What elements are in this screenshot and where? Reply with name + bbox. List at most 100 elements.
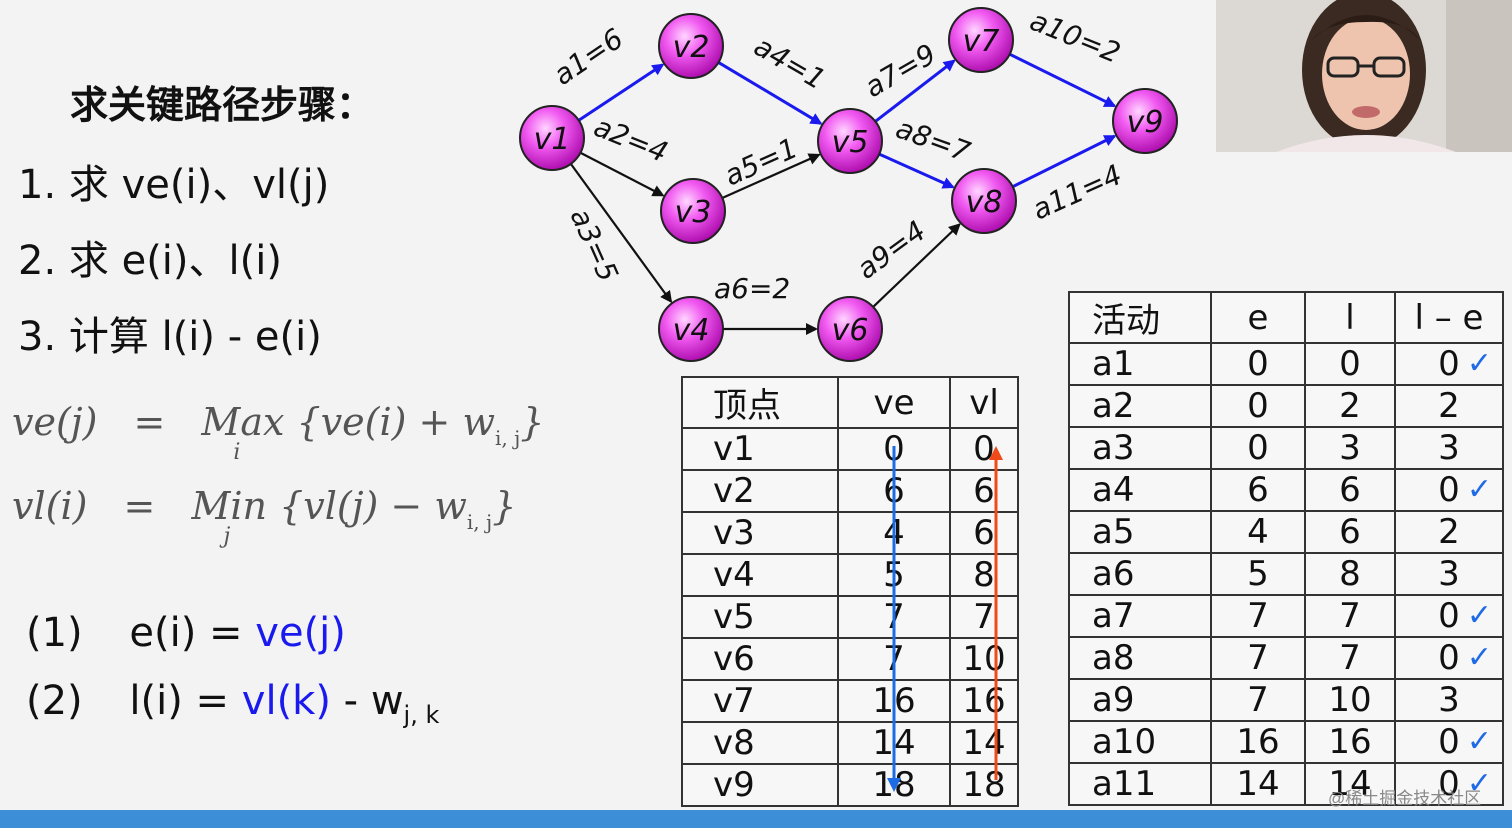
activity-cell-l-text: 8 <box>1339 554 1361 594</box>
activity-cell-slack-text: 0 <box>1438 596 1460 636</box>
critical-check-icon: ✓ <box>1466 640 1492 675</box>
page-title: 求关键路径步骤： <box>70 83 375 127</box>
activity-cell-activity: a6 <box>1068 552 1212 596</box>
formula-ve-close: } <box>520 400 545 444</box>
activity-cell-e-text: 0 <box>1247 428 1269 468</box>
node-v4-circle <box>658 296 724 362</box>
activity-cell-l-text: 3 <box>1339 428 1361 468</box>
node-v9-circle <box>1112 88 1178 154</box>
activity-cell-activity-text: a1 <box>1092 344 1135 384</box>
vertex-cell-vertex: v7 <box>681 679 839 723</box>
activity-cell-e: 0 <box>1210 342 1306 386</box>
activity-cell-e-text: 7 <box>1247 638 1269 678</box>
activity-row: a1 0 0 0✓ <box>1068 342 1504 386</box>
node-v5: v5 <box>817 108 883 174</box>
activity-table-header-l-minus-e: l – e <box>1394 291 1504 344</box>
vertex-cell-vl: 10 <box>949 637 1019 681</box>
vertex-cell-vertex: v6 <box>681 637 839 681</box>
formula-ve-body: {ve(i) + w <box>296 400 495 444</box>
ve-forward-arrow-head <box>887 778 901 792</box>
activity-cell-l-text: 2 <box>1339 386 1361 426</box>
activity-cell-slack-text: 0 <box>1438 470 1460 510</box>
node-v8: v8 <box>951 168 1017 234</box>
activity-cell-slack-text: 0 <box>1438 638 1460 678</box>
vertex-row: v91818 <box>681 763 1019 807</box>
edge-v1-v4 <box>569 163 673 304</box>
activity-cell-l-text: 7 <box>1339 638 1361 678</box>
activity-cell-activity-text: a8 <box>1092 638 1135 678</box>
activity-cell-e: 14 <box>1210 762 1306 806</box>
activity-cell-slack: 2 <box>1394 384 1504 428</box>
vl-backward-arrow-head <box>989 446 1003 460</box>
activity-cell-e-text: 14 <box>1236 764 1280 804</box>
vertex-cell-vl: 8 <box>949 553 1019 597</box>
activity-cell-e: 0 <box>1210 426 1306 470</box>
vertex-cell-vl: 16 <box>949 679 1019 723</box>
presenter-webcam <box>1216 0 1512 152</box>
vertex-cell-vertex: v4 <box>681 553 839 597</box>
edge-label-3: a3=5 <box>564 203 625 286</box>
rule-2-tail: - w <box>330 678 404 724</box>
node-v8-label: v8 <box>966 185 1003 220</box>
node-v5-label: v5 <box>832 125 869 160</box>
activity-cell-l: 10 <box>1304 678 1396 722</box>
edge-v5-v7 <box>874 59 956 123</box>
activity-row: a8 7 7 0✓ <box>1068 636 1504 680</box>
activity-cell-l-text: 10 <box>1328 680 1372 720</box>
activity-cell-l: 16 <box>1304 720 1396 764</box>
vertex-cell-vl: 6 <box>949 511 1019 555</box>
formula-ve-under: i <box>233 440 241 465</box>
formula-vl-eq: = <box>123 484 156 528</box>
activity-cell-e-text: 7 <box>1247 596 1269 636</box>
formula-ve-lhs: ve(j) <box>12 400 98 444</box>
edge-label-8: a8=7 <box>892 112 975 169</box>
activity-cell-activity: a1 <box>1068 342 1212 386</box>
vertex-cell-vl: 6 <box>949 469 1019 513</box>
activity-table-header-l: l <box>1304 291 1396 344</box>
activity-cell-activity: a9 <box>1068 678 1212 722</box>
formula-ve-sub: i, j <box>494 426 521 450</box>
edge-v2-v5 <box>717 61 823 125</box>
node-v8-circle <box>951 168 1017 234</box>
vertex-cell-vl: 7 <box>949 595 1019 639</box>
activity-cell-slack-text: 2 <box>1438 386 1460 426</box>
formula-vl-body: {vl(j) − w <box>279 484 467 528</box>
formula-ve-eq: = <box>133 400 166 444</box>
activity-cell-activity-text: a10 <box>1092 722 1157 762</box>
step-1: 1. 求 ve(i)、vl(j) <box>18 162 330 208</box>
activity-cell-l: 6 <box>1304 468 1396 512</box>
activity-cell-slack: 3 <box>1394 552 1504 596</box>
activity-cell-e-text: 0 <box>1247 344 1269 384</box>
node-v6-label: v6 <box>832 313 869 348</box>
activity-cell-e: 6 <box>1210 468 1306 512</box>
edge-label-7: a7=9 <box>859 37 942 104</box>
activity-cell-activity-text: a2 <box>1092 386 1135 426</box>
critical-check-icon: ✓ <box>1466 598 1492 633</box>
node-v2-label: v2 <box>673 30 710 65</box>
activity-cell-e: 16 <box>1210 720 1306 764</box>
rule-2-sub: j, k <box>403 701 440 729</box>
formula-vl-lhs: vl(i) <box>12 484 88 528</box>
activity-cell-l-text: 0 <box>1339 344 1361 384</box>
rule-2: (2) l(i) = vl(k) - wj, k <box>26 678 439 729</box>
activity-cell-slack: 0✓ <box>1394 342 1504 386</box>
activity-cell-e-text: 6 <box>1247 470 1269 510</box>
activity-cell-e: 5 <box>1210 552 1306 596</box>
activity-cell-l: 6 <box>1304 510 1396 554</box>
watermark: @稀土掘金技术社区 <box>1328 789 1482 808</box>
edge-v8-v9 <box>1011 134 1117 189</box>
activity-cell-e-text: 16 <box>1236 722 1280 762</box>
presenter-image <box>1216 0 1512 152</box>
vertex-cell-vertex: v5 <box>681 595 839 639</box>
activity-cell-activity-text: a9 <box>1092 680 1135 720</box>
node-v2-circle <box>658 13 724 79</box>
node-v9: v9 <box>1112 88 1178 154</box>
formula-vl-op-text: Min <box>191 484 268 528</box>
edge-v5-v8 <box>878 152 955 189</box>
node-v6-circle <box>817 296 883 362</box>
vertex-table-header-ve: ve <box>837 376 951 429</box>
activity-cell-activity: a5 <box>1068 510 1212 554</box>
